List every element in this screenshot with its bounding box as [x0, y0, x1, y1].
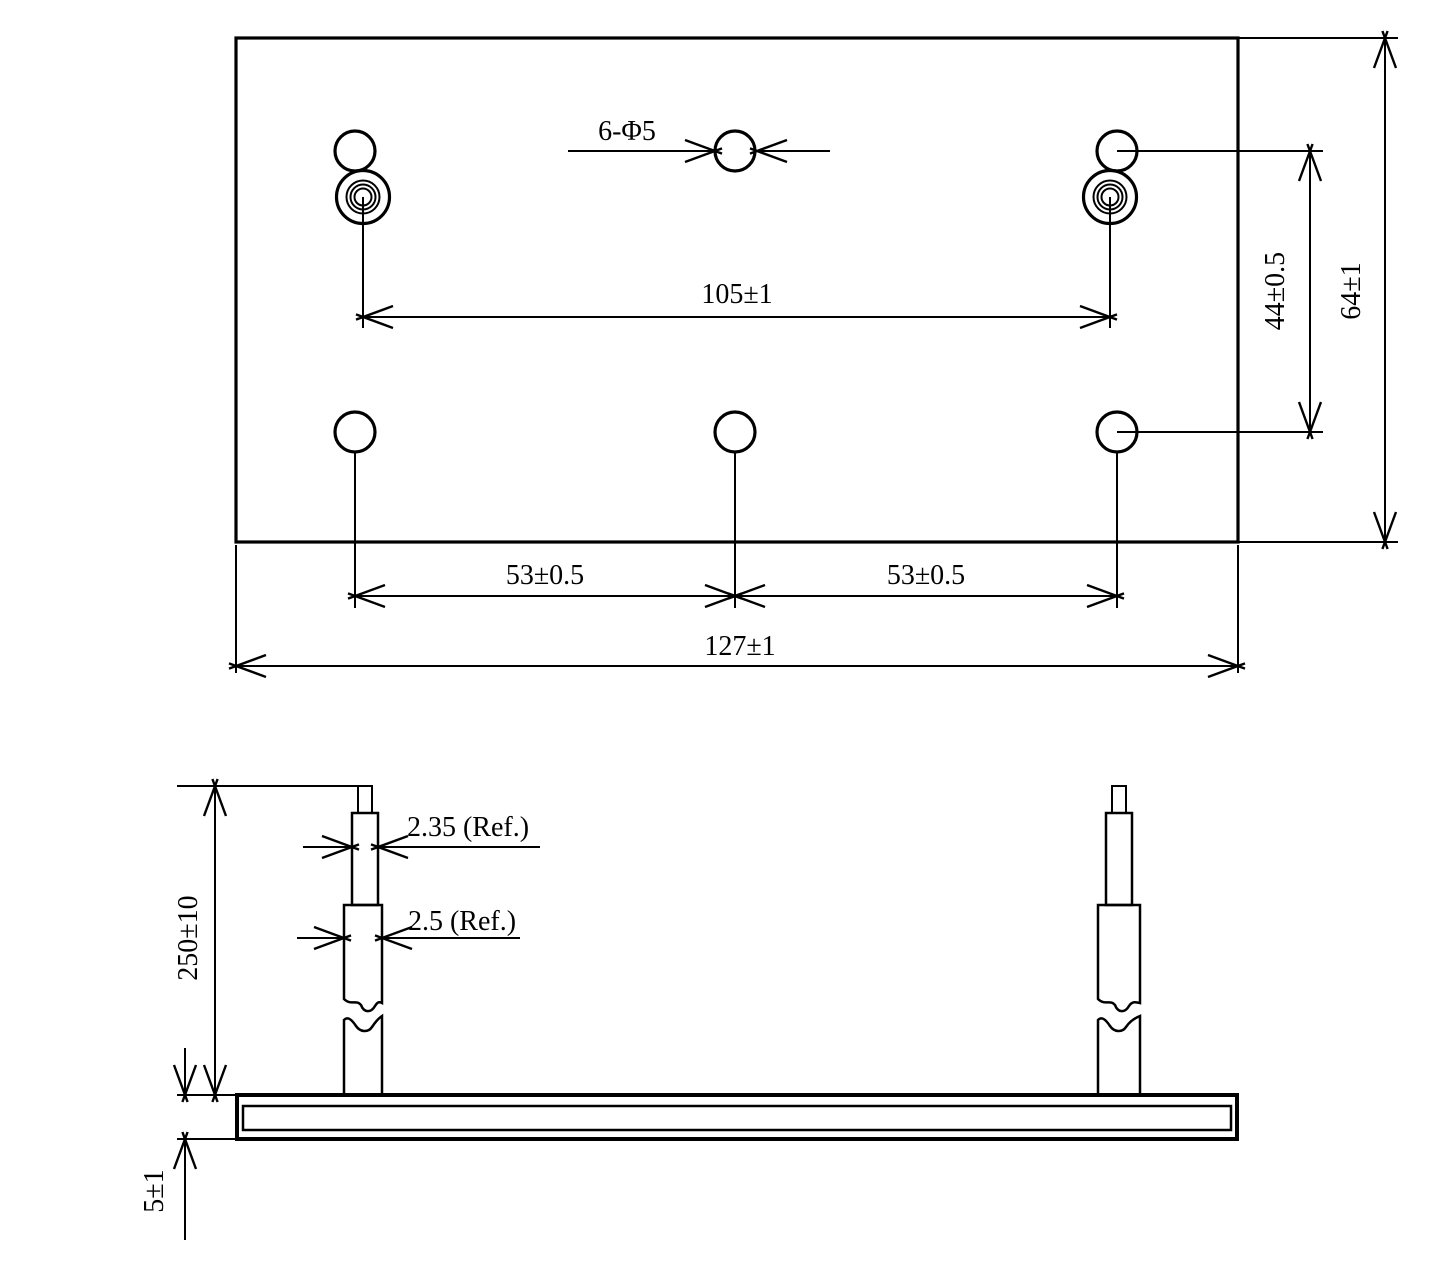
dim-row-offset: 44±0.5 — [1260, 142, 1323, 441]
dim-plate-height: 64±1 — [1336, 29, 1398, 551]
hole-bottom-left — [333, 410, 377, 454]
heating-element-hatch — [241, 1104, 1233, 1132]
hole-top-left — [333, 129, 377, 173]
hole-diameter-callout: 6-Φ5 — [568, 116, 830, 164]
dim-hole-spacing-left-label: 53±0.5 — [506, 560, 584, 591]
dim-plate-thickness-label: 5±1 — [139, 1169, 170, 1212]
dim-plate-height-label: 64±1 — [1336, 262, 1367, 319]
dim-lead-width: 2.35 (Ref.) — [303, 812, 540, 860]
dim-sleeve-width-label: 2.5 (Ref.) — [408, 906, 516, 937]
dim-plate-width: 127±1 — [227, 631, 1247, 679]
side-view: 250±10 5±1 — [139, 777, 1239, 1240]
dim-plate-thickness: 5±1 — [139, 1048, 198, 1240]
lead-wire-right — [1096, 785, 1142, 1097]
lead-tip-left — [357, 785, 373, 814]
plate-cross-section — [177, 1093, 1239, 1141]
dim-lead-width-label: 2.35 (Ref.) — [407, 812, 529, 843]
lead-lower-sleeve-left — [342, 903, 384, 1013]
plate-body — [235, 1093, 1239, 1141]
dim-hole-spacing: 53±0.5 53±0.5 — [346, 560, 1126, 609]
lead-stem-left — [342, 1013, 384, 1097]
dim-sleeve-width: 2.5 (Ref.) — [297, 906, 520, 951]
dim-row-offset-label: 44±0.5 — [1260, 252, 1291, 330]
lead-tip-right — [1111, 785, 1127, 814]
hole-callout-label: 6-Φ5 — [598, 116, 656, 147]
dim-lead-length-label: 250±10 — [173, 895, 204, 980]
dim-lead-length: 250±10 — [173, 777, 358, 1104]
lead-lower-sleeve-right — [1096, 903, 1142, 1013]
lead-upper-sleeve-left — [350, 811, 380, 907]
dim-terminal-spacing-label: 105±1 — [701, 279, 772, 310]
dim-hole-spacing-right-label: 53±0.5 — [887, 560, 965, 591]
dim-terminal-spacing: 105±1 — [354, 279, 1119, 330]
plate-outline — [234, 36, 1240, 544]
lead-upper-sleeve-right — [1104, 811, 1134, 907]
lead-wire-left — [342, 785, 384, 1097]
extension-lines-top-view — [235, 37, 1398, 673]
dim-plate-width-label: 127±1 — [704, 631, 775, 662]
lead-stem-right — [1096, 1014, 1142, 1097]
top-view: 6-Φ5 105±1 44±0.5 64±1 — [227, 29, 1398, 679]
hole-top-center — [713, 129, 757, 173]
hole-bottom-center — [713, 410, 757, 454]
